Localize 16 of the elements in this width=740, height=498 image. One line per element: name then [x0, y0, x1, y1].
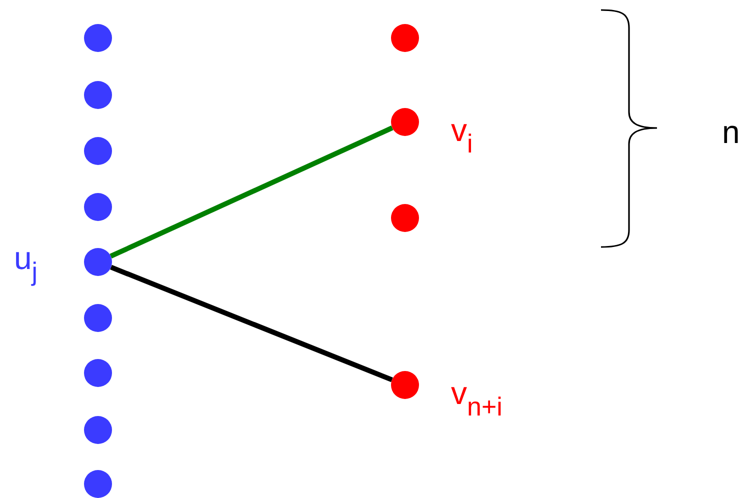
brace-label: n: [722, 116, 740, 148]
graph-vertex: [84, 24, 112, 52]
connector-line: [110, 264, 393, 382]
vertex-label: u$_{j}$: [14, 242, 38, 285]
graph-vertex: [84, 193, 112, 221]
graph-vertex: [391, 24, 419, 52]
connector-line: [110, 126, 394, 258]
graph-vertex: [84, 304, 112, 332]
graph-vertex: [84, 470, 112, 498]
graph-vertex: [84, 359, 112, 387]
graph-vertex: [84, 137, 112, 165]
vertex-label: v$_{n+i}$: [451, 377, 502, 420]
vertex-label: v$_{i}$: [451, 114, 473, 157]
graph-vertex: [84, 416, 112, 444]
graph-vertex: [84, 81, 112, 109]
graph-vertex: [391, 204, 419, 232]
